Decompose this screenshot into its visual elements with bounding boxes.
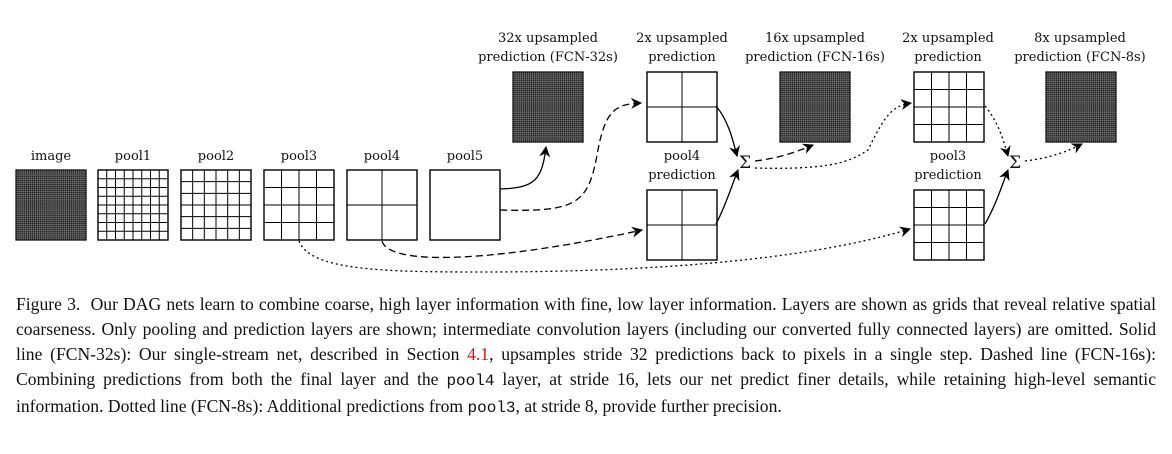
caption-text-1: Our DAG nets learn to combine coarse, hi…	[16, 294, 1157, 364]
up2-16s-label-line1: 2x upsampled	[902, 31, 994, 46]
fcn32-label-line2: prediction (FCN-32s)	[478, 50, 618, 65]
sum-node-16s: Σ	[739, 153, 751, 173]
layer-label-pool1: pool1	[115, 149, 151, 164]
image-grid	[15, 169, 87, 241]
layer-label-pool2: pool2	[198, 149, 234, 164]
up2-16s-grid	[913, 71, 985, 143]
layer-label-image: image	[31, 149, 72, 164]
dotted-arrow-sum8-to-fcn8	[1024, 143, 1083, 162]
pool3-grid	[263, 169, 335, 241]
dashed-arrow-pool4-to-pool4pred	[381, 226, 644, 259]
caption-text-4: , at stride 8, provide further precision…	[515, 396, 782, 416]
dashed-arrow-sum16-to-fcn16	[754, 143, 815, 162]
dotted-arrow-up2-to-sum8	[984, 105, 1011, 158]
up2-16s-label-line2: prediction	[914, 50, 982, 65]
pool5-grid	[429, 169, 501, 241]
fcn16-label-line2: prediction (FCN-16s)	[745, 50, 885, 65]
fcn8-label-line1: 8x upsampled	[1034, 31, 1126, 46]
pool1-grid	[97, 169, 169, 241]
fcn32-output-grid	[512, 71, 584, 143]
pool3-pred-label-line2: prediction	[914, 168, 982, 183]
up2-pool5-grid	[646, 71, 718, 143]
pool4-pred-label-line2: prediction	[648, 168, 716, 183]
layer-label-pool3: pool3	[281, 149, 317, 164]
pool4-prediction-grid	[646, 189, 718, 261]
figure-caption: Figure 3. Our DAG nets learn to combine …	[16, 292, 1156, 421]
fcn16-label-line1: 16x upsampled	[765, 31, 865, 46]
pool4-grid	[346, 169, 418, 241]
fcn16-output-grid	[779, 71, 851, 143]
arrow-pool3pred-to-sum8	[984, 168, 1010, 225]
section-reference-link[interactable]: 4.1	[467, 344, 490, 364]
arrow-pool4pred-to-sum16	[715, 168, 740, 225]
pool3-prediction-grid	[913, 189, 985, 261]
dotted-arrow-pool3-to-pool3pred	[298, 226, 912, 273]
solid-arrow-pool5-to-fcn32	[499, 145, 551, 190]
fcn-architecture-diagram: image pool1 pool2 pool3 pool4 pool5 32x …	[15, 31, 1146, 273]
caption-figure-label: Figure 3.	[16, 294, 81, 314]
caption-code-pool3: pool3	[467, 399, 516, 417]
arrow-up2-to-sum16	[715, 105, 740, 158]
fcn8-label-line2: prediction (FCN-8s)	[1014, 50, 1146, 65]
caption-code-pool4: pool4	[446, 372, 495, 390]
up2-pool5-label-line1: 2x upsampled	[636, 31, 728, 46]
pool3-pred-label-line1: pool3	[930, 149, 966, 164]
dashed-arrow-pool5-to-up2	[499, 97, 643, 211]
layer-label-pool4: pool4	[364, 149, 400, 164]
pool2-grid	[180, 169, 252, 241]
fcn8-output-grid	[1045, 71, 1117, 143]
sum-node-8s: Σ	[1009, 153, 1021, 173]
pool4-pred-label-line1: pool4	[664, 149, 700, 164]
up2-pool5-label-line2: prediction	[648, 50, 716, 65]
layer-label-pool5: pool5	[447, 149, 483, 164]
caption-text-3: layer, at stride 16, lets our net predic…	[16, 369, 1157, 416]
fcn32-label-line1: 32x upsampled	[498, 31, 598, 46]
dotted-arrow-sum16-to-up2-8s	[754, 99, 913, 169]
caption-text-2: , upsamples stride 32 predictions back t…	[16, 344, 1156, 389]
